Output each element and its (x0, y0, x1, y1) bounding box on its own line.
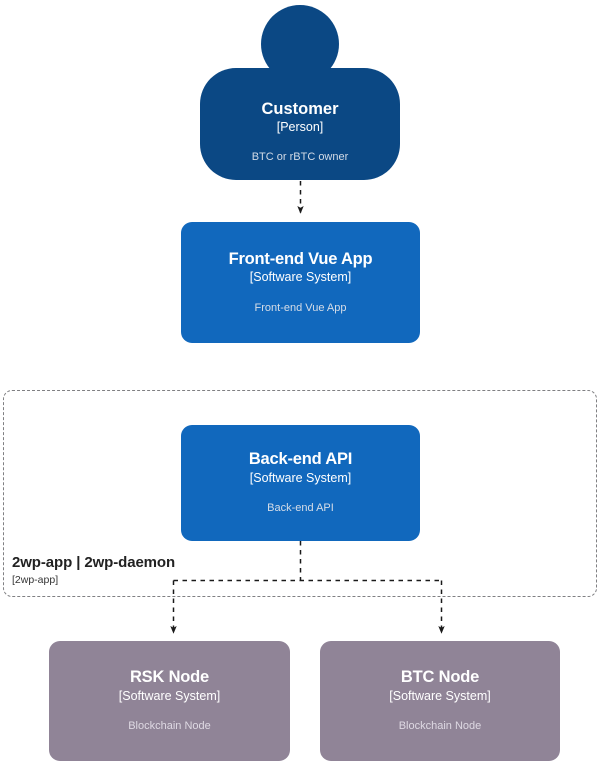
node-customer[interactable]: Customer [Person] BTC or rBTC owner (200, 68, 400, 180)
btc-node-type: [Software System] (389, 688, 491, 703)
node-btc-node[interactable]: BTC Node [Software System] Blockchain No… (320, 641, 560, 761)
frontend-title: Front-end Vue App (228, 249, 373, 268)
rsk-node-description: Blockchain Node (128, 720, 211, 733)
rsk-node-type: [Software System] (118, 688, 221, 703)
boundary-2wp-app (3, 390, 597, 597)
backend-description: Back-end API (267, 502, 334, 515)
customer-type: [Person] (276, 120, 324, 135)
customer-description: BTC or rBTC owner (251, 150, 349, 163)
frontend-description: Front-end Vue App (254, 301, 347, 314)
node-backend-api[interactable]: Back-end API [Software System] Back-end … (181, 425, 420, 541)
boundary-sublabel: [2wp-app] (12, 574, 59, 586)
node-frontend-vue-app[interactable]: Front-end Vue App [Software System] Fron… (181, 222, 420, 343)
frontend-type: [Software System] (249, 270, 352, 285)
rsk-node-title: RSK Node (129, 668, 210, 687)
btc-node-title: BTC Node (400, 668, 480, 687)
customer-title: Customer (261, 99, 339, 118)
backend-type: [Software System] (249, 470, 352, 485)
node-rsk-node[interactable]: RSK Node [Software System] Blockchain No… (49, 641, 290, 761)
backend-title: Back-end API (248, 450, 353, 469)
boundary-label: 2wp-app | 2wp-daemon (12, 554, 176, 571)
btc-node-description: Blockchain Node (398, 720, 482, 733)
